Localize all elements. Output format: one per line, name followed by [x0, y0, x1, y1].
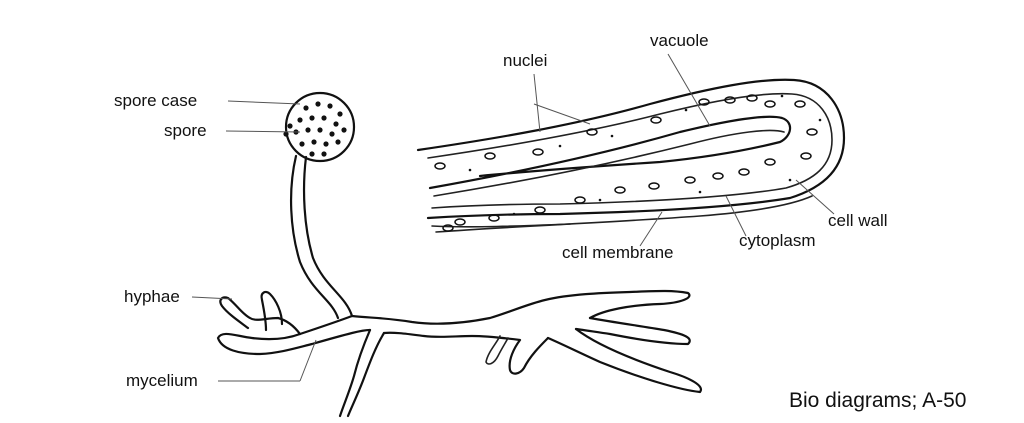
- spore-dot: [329, 131, 335, 137]
- cytoplasm-dot: [780, 94, 784, 98]
- stalk-hypha: [290, 154, 354, 320]
- nucleus: [574, 196, 586, 204]
- spore-dot: [321, 151, 327, 157]
- nucleus: [800, 152, 812, 160]
- nucleus: [454, 218, 466, 226]
- nucleus: [434, 162, 446, 170]
- spore-dot: [297, 117, 303, 123]
- nucleus: [806, 128, 818, 136]
- hypha-section-drawing: [416, 78, 846, 233]
- nucleus: [684, 176, 696, 184]
- nucleus: [488, 214, 500, 222]
- spore-dot: [335, 139, 341, 145]
- spore-dot: [309, 115, 315, 121]
- nuclei-drawing: [434, 94, 822, 232]
- cytoplasm-dot: [512, 212, 516, 216]
- nucleus: [712, 172, 724, 180]
- spore-dot: [317, 127, 323, 133]
- label-spore-case: spore case: [114, 91, 198, 110]
- spore-case-drawing: [283, 91, 356, 163]
- spore-dot: [299, 141, 305, 147]
- nucleus: [442, 224, 454, 232]
- spore-dot: [341, 127, 347, 133]
- mycelium-drawing: [216, 289, 703, 418]
- nucleus: [532, 148, 544, 156]
- cytoplasm-dot: [788, 178, 792, 182]
- nucleus: [648, 182, 660, 190]
- cytoplasm-dot: [558, 144, 562, 148]
- nucleus: [484, 152, 496, 160]
- nucleus: [586, 128, 598, 136]
- nucleus: [764, 158, 776, 166]
- spore-dot: [311, 139, 317, 145]
- label-spore: spore: [164, 121, 207, 140]
- spore-dot: [315, 101, 321, 107]
- spore-dot: [283, 131, 289, 137]
- nucleus: [534, 206, 546, 214]
- spore-dot: [303, 105, 309, 111]
- label-cytoplasm: cytoplasm: [739, 231, 816, 250]
- cytoplasm-dot: [818, 118, 822, 122]
- caption: Bio diagrams; A-50: [789, 389, 967, 412]
- cytoplasm-dot: [610, 134, 614, 138]
- nucleus: [650, 116, 662, 124]
- nucleus: [614, 186, 626, 194]
- spore-dot: [309, 151, 315, 157]
- spore-dot: [333, 121, 339, 127]
- spore-dot: [337, 111, 343, 117]
- spore-dot: [287, 123, 293, 129]
- label-nuclei: nuclei: [503, 51, 548, 70]
- label-hyphae: hyphae: [124, 287, 180, 306]
- spores: [283, 101, 347, 157]
- cytoplasm-dot: [698, 190, 702, 194]
- label-cell-wall: cell wall: [828, 211, 888, 230]
- nucleus: [724, 96, 736, 104]
- spore-dot: [305, 127, 311, 133]
- nucleus: [738, 168, 750, 176]
- cytoplasm-dot: [468, 168, 472, 172]
- spore-dot: [321, 115, 327, 121]
- nucleus: [764, 100, 776, 108]
- nucleus: [746, 94, 758, 102]
- nucleus: [794, 100, 806, 108]
- nucleus: [698, 98, 710, 106]
- cytoplasm-dot: [684, 108, 688, 112]
- spore-dot: [327, 103, 333, 109]
- spore-dot: [323, 141, 329, 147]
- cytoplasm-dot: [598, 198, 602, 202]
- label-mycelium: mycelium: [126, 371, 198, 390]
- label-vacuole: vacuole: [650, 31, 709, 50]
- label-cell-membrane: cell membrane: [562, 243, 674, 262]
- leader-lines: [191, 53, 835, 382]
